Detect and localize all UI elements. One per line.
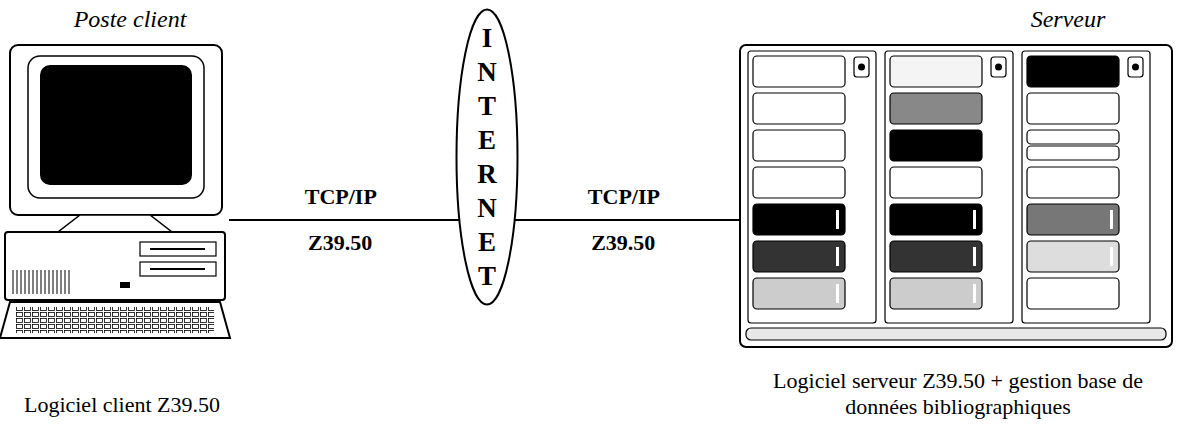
rack-unit <box>890 167 982 198</box>
drive-slot <box>150 268 205 270</box>
system-unit <box>5 232 225 300</box>
rack-unit <box>753 56 845 87</box>
network-name: INTERNET <box>474 21 501 293</box>
rack-unit <box>753 204 845 235</box>
rack-unit <box>753 278 845 309</box>
rack-unit <box>890 93 982 124</box>
rack-column <box>748 51 876 323</box>
drive-bay <box>140 262 216 276</box>
unit-handle <box>973 284 976 303</box>
station-heading: Serveur <box>1031 6 1106 33</box>
rack-unit <box>1027 56 1119 87</box>
rack-unit <box>890 204 982 235</box>
keyboard-keys <box>16 307 214 333</box>
unit-handle <box>1110 210 1113 229</box>
server-illustration <box>740 45 1172 347</box>
rack-unit <box>753 93 845 124</box>
protocol-label: TCP/IP Z39.50 <box>305 174 376 266</box>
network-link <box>515 219 740 221</box>
station-heading: Poste client <box>74 6 187 33</box>
rack-unit <box>1027 167 1119 198</box>
monitor-case <box>10 45 222 215</box>
rack-unit <box>753 241 845 272</box>
network-ellipse: INTERNET <box>455 8 519 306</box>
station-block: ServeurLogiciel serveur Z39.50 + gestion… <box>738 0 1178 422</box>
rack-unit <box>890 278 982 309</box>
unit-handle <box>973 247 976 266</box>
rack-column <box>1022 51 1150 323</box>
rack-unit <box>1027 241 1119 272</box>
rack-unit <box>1027 146 1119 160</box>
rack-unit <box>890 241 982 272</box>
rack-unit <box>890 130 982 161</box>
power-button <box>120 282 130 288</box>
computer-illustration <box>0 45 230 338</box>
rack-column <box>885 51 1013 323</box>
status-led <box>1132 64 1139 71</box>
monitor-stand <box>58 215 172 232</box>
unit-handle <box>836 284 839 303</box>
rack-unit <box>1027 204 1119 235</box>
status-indicator <box>1128 57 1143 77</box>
rack-unit <box>1027 93 1119 124</box>
protocol-label: TCP/IP Z39.50 <box>588 174 659 266</box>
status-led <box>995 64 1002 71</box>
drive-bay <box>140 242 216 256</box>
unit-handle <box>973 210 976 229</box>
drive-slot <box>150 248 205 250</box>
monitor-screen <box>40 65 192 185</box>
ellipse-shape <box>457 10 518 305</box>
keyboard <box>0 302 230 338</box>
software-caption: Logiciel serveur Z39.50 + gestion base d… <box>764 368 1152 420</box>
vent-grille <box>12 270 72 294</box>
network-link <box>229 219 459 221</box>
station-block: Poste clientLogiciel client Z39.50 <box>5 0 239 420</box>
rack-unit <box>890 56 982 87</box>
cabinet-base <box>746 328 1166 340</box>
monitor-bezel <box>28 56 204 198</box>
unit-handle <box>1110 247 1113 266</box>
rack-unit <box>753 130 845 161</box>
unit-handle <box>836 210 839 229</box>
unit-handle <box>836 247 839 266</box>
rack-unit <box>1027 278 1119 309</box>
status-led <box>858 64 865 71</box>
status-indicator <box>854 57 869 77</box>
rack-unit <box>753 167 845 198</box>
software-caption: Logiciel client Z39.50 <box>7 392 237 418</box>
status-indicator <box>991 57 1006 77</box>
server-cabinet <box>740 45 1172 347</box>
rack-unit <box>1027 130 1119 144</box>
